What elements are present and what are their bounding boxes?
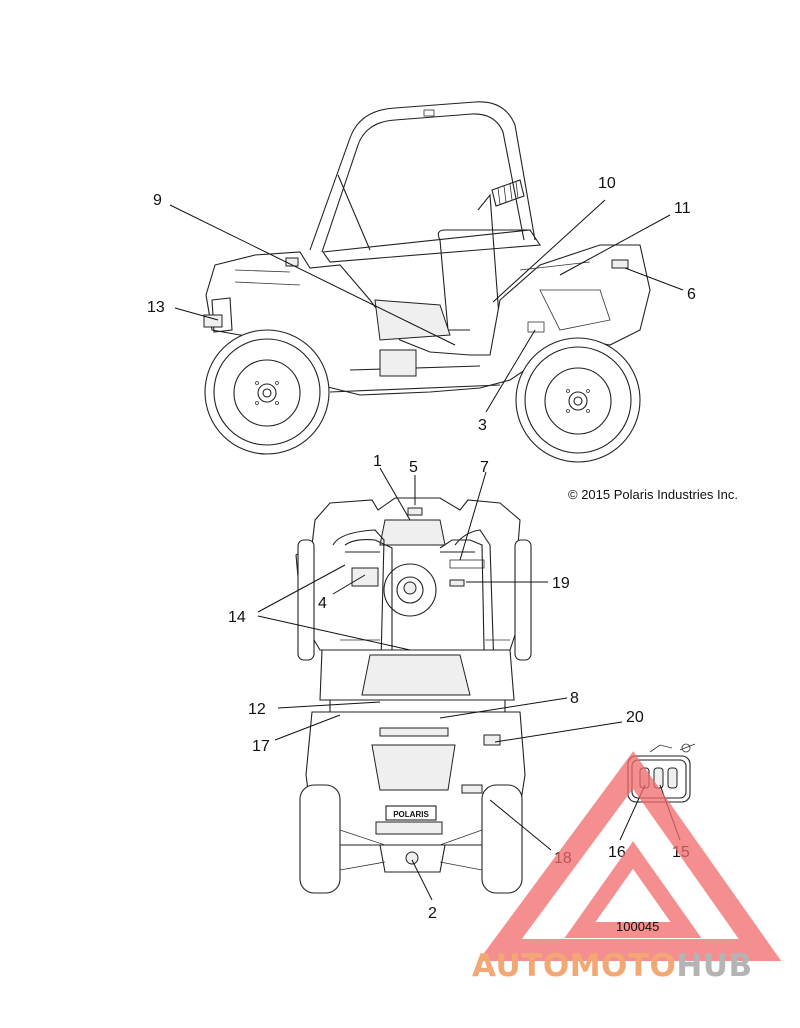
polaris-badge-text: POLARIS — [393, 810, 429, 819]
callout-14: 14 — [228, 609, 246, 626]
callout-17: 17 — [252, 738, 270, 755]
callout-16: 16 — [608, 844, 626, 861]
copyright-text: © 2015 Polaris Industries Inc. — [568, 487, 738, 502]
automotohub-watermark — [478, 751, 782, 961]
callout-6: 6 — [687, 286, 696, 303]
callout-19: 19 — [552, 575, 570, 592]
figure-number: 100045 — [616, 919, 659, 934]
callout-11: 11 — [674, 200, 691, 217]
watermark-triangle-icon — [478, 751, 782, 961]
callout-2: 2 — [428, 905, 437, 922]
callout-10: 10 — [598, 175, 616, 192]
callout-1: 1 — [373, 453, 382, 470]
callout-20: 20 — [626, 709, 644, 726]
watermark-part2: HUB — [676, 948, 752, 984]
callout-3: 3 — [478, 417, 487, 434]
watermark-part1: AUTOMOTO — [472, 948, 676, 984]
callout-9: 9 — [153, 192, 162, 209]
callout-4: 4 — [318, 595, 327, 612]
watermark-inner-triangle-icon — [564, 841, 702, 938]
side-view-vehicle — [203, 101, 651, 463]
callout-labels: 9 10 11 6 13 3 1 5 7 19 4 14 12 8 17 20 … — [147, 175, 696, 922]
callout-5: 5 — [409, 459, 418, 476]
callout-7: 7 — [480, 459, 489, 476]
callout-13: 13 — [147, 299, 165, 316]
callout-12: 12 — [248, 701, 266, 718]
watermark-text: AUTOMOTOHUB — [472, 948, 753, 984]
top-view-vehicle: POLARIS — [295, 497, 532, 894]
callout-8: 8 — [570, 690, 579, 707]
